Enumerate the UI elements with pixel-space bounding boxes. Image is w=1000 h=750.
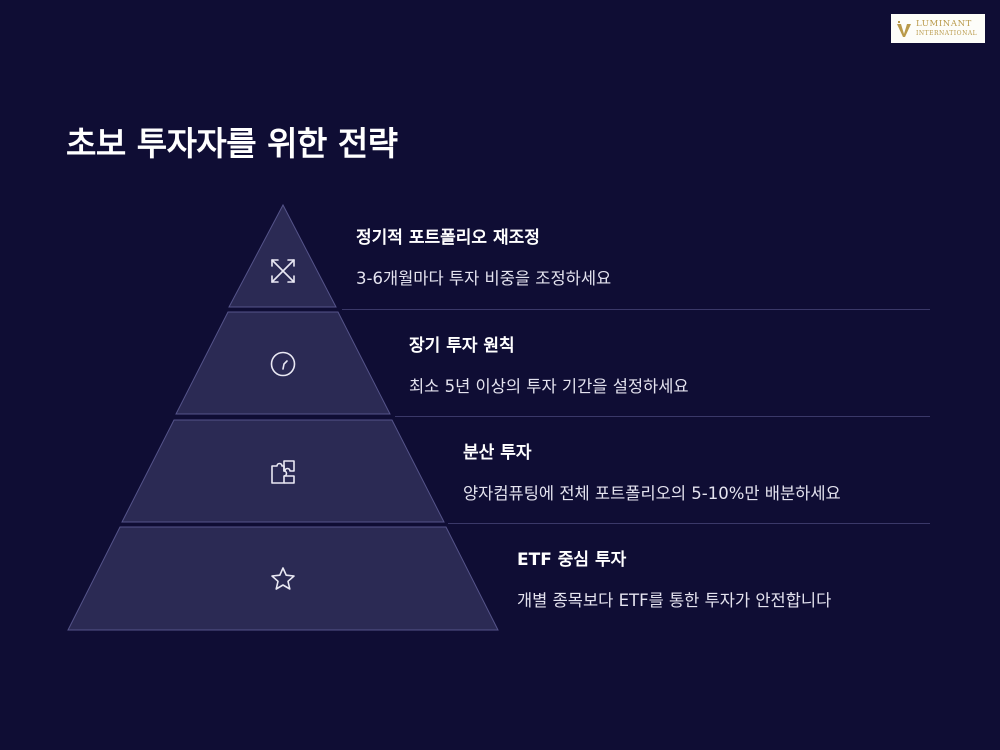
pyramid-tier-1 xyxy=(228,203,337,308)
star-icon xyxy=(271,567,295,590)
tier-2-text: 장기 투자 원칙 최소 5년 이상의 투자 기간을 설정하세요 xyxy=(409,331,689,397)
logo-mark-icon xyxy=(897,20,911,37)
pyramid-tier-4 xyxy=(67,526,499,631)
tier-2-description: 최소 5년 이상의 투자 기간을 설정하세요 xyxy=(409,377,689,396)
tier-3-text: 분산 투자 양자컴퓨팅에 전체 포트폴리오의 5-10%만 배분하세요 xyxy=(463,438,841,504)
tier-4-title: ETF 중심 투자 xyxy=(517,550,627,570)
pyramid-tier-3 xyxy=(121,419,445,523)
page-title: 초보 투자자를 위한 전략 xyxy=(66,124,398,163)
brand-name: LUMINANT xyxy=(916,19,972,30)
clock-icon xyxy=(270,351,296,377)
tier-4-text: ETF 중심 투자 개별 종목보다 ETF를 통한 투자가 안전합니다 xyxy=(517,545,831,611)
tier-1-description: 3-6개월마다 투자 비중을 조정하세요 xyxy=(356,269,612,288)
divider-1 xyxy=(342,309,930,310)
tier-3-description: 양자컴퓨팅에 전체 포트폴리오의 5-10%만 배분하세요 xyxy=(463,484,841,503)
divider-3 xyxy=(448,523,930,524)
pyramid-tier-2 xyxy=(175,311,391,415)
tier-4-description: 개별 종목보다 ETF를 통한 투자가 안전합니다 xyxy=(517,591,832,610)
arrows-icon xyxy=(271,259,295,283)
puzzle-icon xyxy=(271,460,295,484)
divider-2 xyxy=(395,416,930,417)
tier-1-title: 정기적 포트폴리오 재조정 xyxy=(356,228,540,248)
tier-3-title: 분산 투자 xyxy=(463,443,532,463)
tier-1-text: 정기적 포트폴리오 재조정 3-6개월마다 투자 비중을 조정하세요 xyxy=(356,223,611,289)
brand-logo: LUMINANT INTERNATIONAL xyxy=(891,14,985,43)
brand-subname: INTERNATIONAL xyxy=(916,29,978,37)
tier-2-title: 장기 투자 원칙 xyxy=(409,336,515,356)
